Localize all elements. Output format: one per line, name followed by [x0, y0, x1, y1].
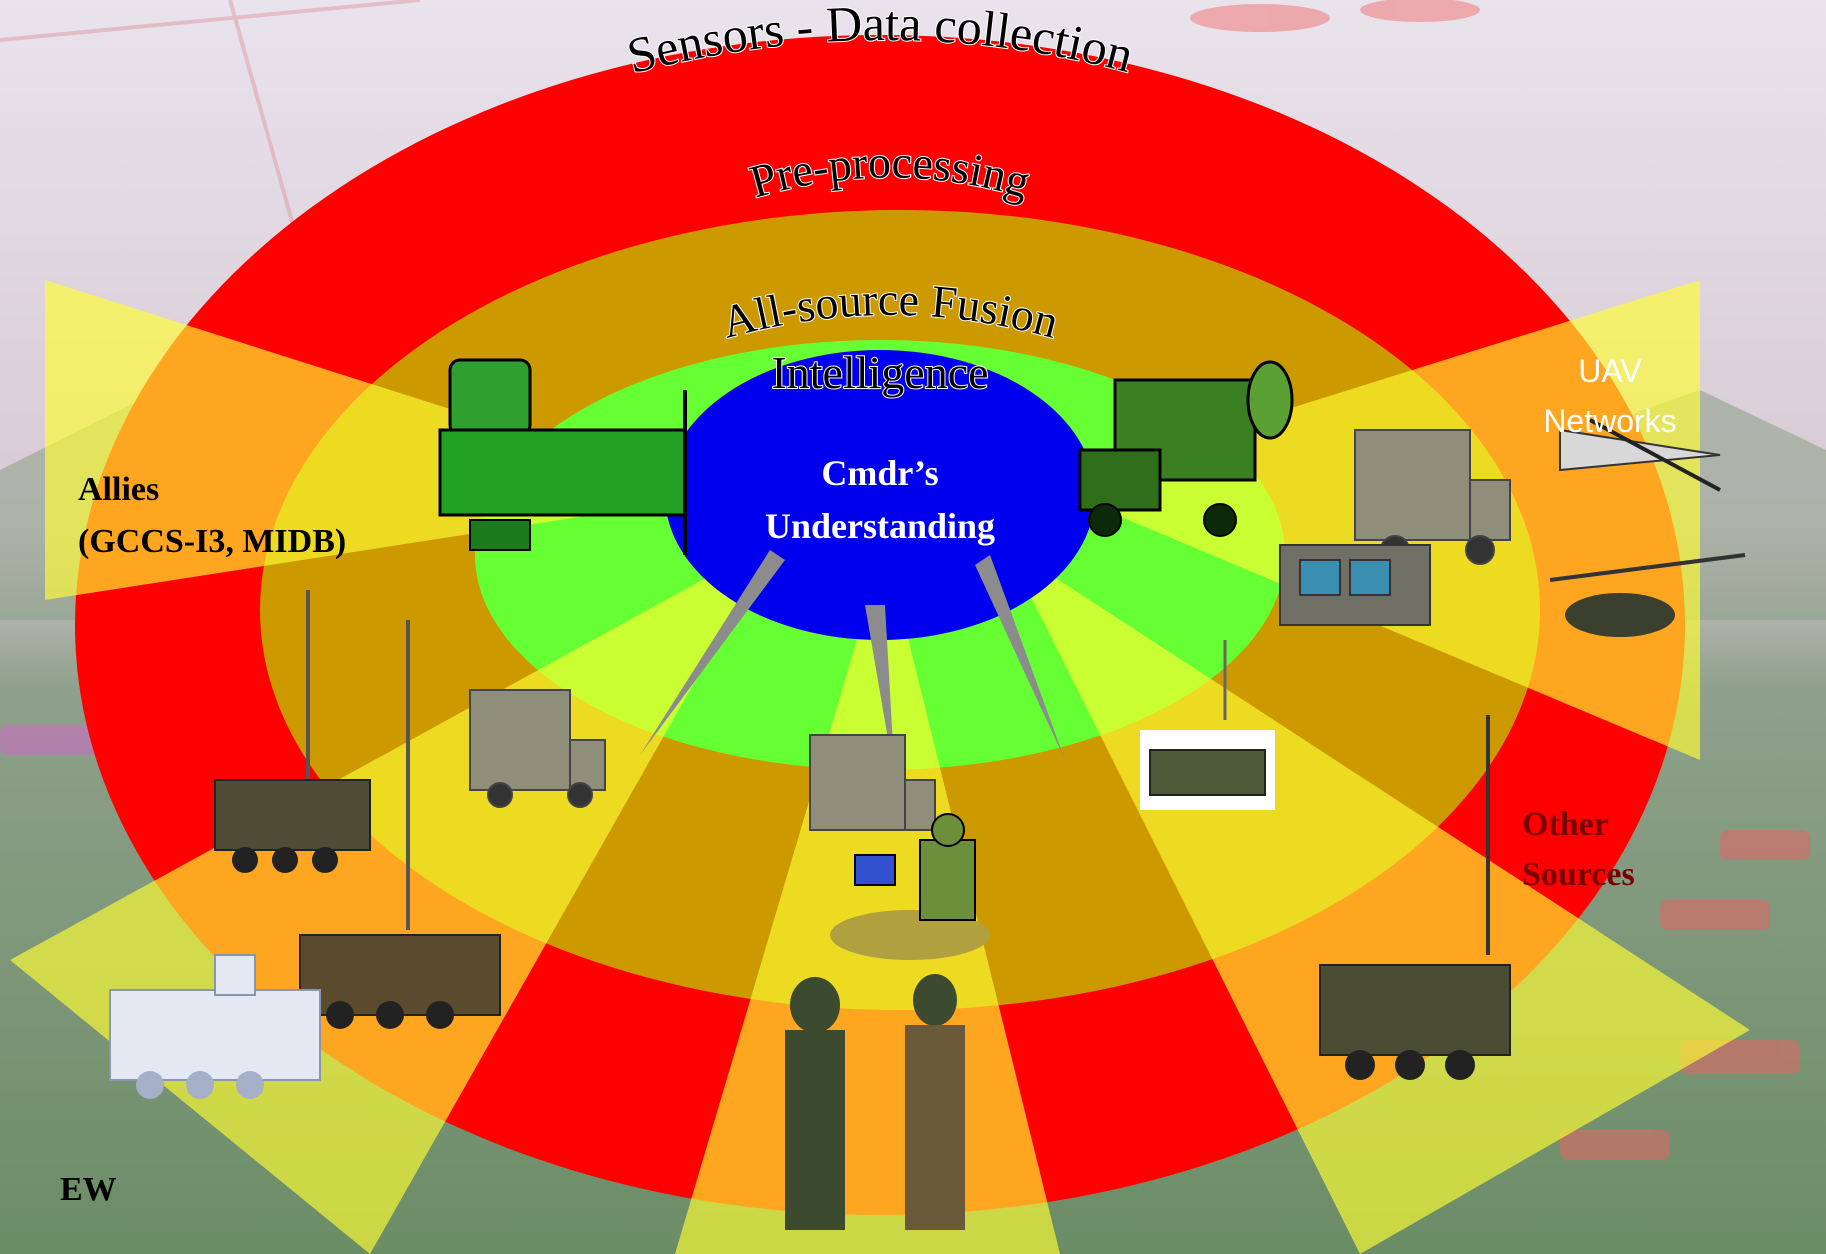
equipment-white-vehicle	[109, 954, 321, 1099]
operator-with-laptop	[830, 813, 990, 960]
equipment-shelter-left	[469, 689, 606, 808]
equipment-lav-right	[1319, 715, 1511, 1080]
label-allies-line2: (GCCS-I3, MIDB)	[78, 523, 346, 560]
soldiers	[785, 974, 965, 1230]
label-core-line2: Understanding	[765, 506, 995, 546]
equipment-workstation	[1279, 544, 1431, 626]
equipment-armored-vehicle-left	[214, 590, 371, 873]
label-other-line1: Other	[1522, 806, 1609, 843]
label-uav-line1: UAV	[1578, 353, 1642, 389]
label-core-line1: Cmdr’s	[821, 453, 938, 493]
equipment-shelter-green	[438, 358, 687, 555]
beam-other	[1005, 545, 1750, 1254]
equipment-antenna-vehicle	[299, 620, 501, 1029]
equipment-shelter-center	[809, 734, 936, 831]
uav-icon	[1559, 418, 1721, 492]
beam-allies	[45, 280, 720, 600]
arrow-left	[640, 550, 785, 755]
equipment-truck-green	[1078, 360, 1294, 537]
label-ew: EW	[60, 1171, 117, 1208]
label-other-line2: Sources	[1522, 856, 1635, 893]
arrow-right	[975, 555, 1065, 760]
equipment-lav-center-right	[1140, 640, 1275, 810]
label-fusion: All-source Fusion	[716, 274, 1063, 348]
helicopter-icon	[1549, 553, 1746, 637]
label-intelligence: Intelligence	[771, 347, 988, 398]
label-allies-line1: Allies	[78, 471, 159, 508]
label-uav-line2: Networks	[1543, 403, 1676, 439]
